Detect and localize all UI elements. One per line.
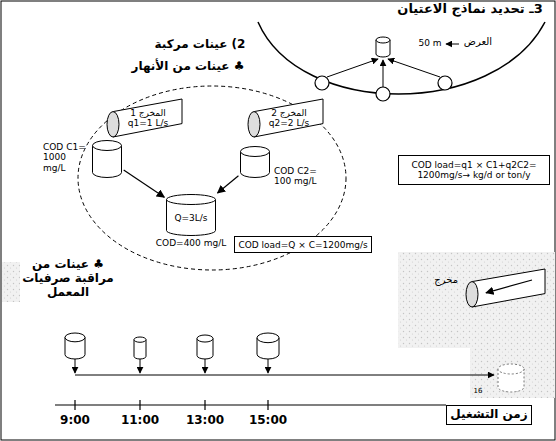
box-border [235,237,372,253]
texture [2,262,20,302]
dimension-label: العرض [464,36,492,48]
composite-bottle: Q=3L/sCOD=400 mg/L [166,194,216,236]
sample-bottle [257,333,279,359]
axis-title-box: زمن التشغيل [446,405,532,425]
width-arrow [446,44,459,45]
time-tick: 15:00 [249,414,287,428]
node-text: المخرج 2 [271,108,307,118]
node-heading: مخرج [434,274,458,286]
node-outline [240,146,270,178]
sample-bottle [65,333,85,359]
time-tick: 9:00 [60,414,90,428]
pipe-opening [466,282,478,307]
node-text-group: المخرج 1q1=1 L/s [128,108,168,129]
bottle-top [257,333,279,343]
flow-arrow [218,176,239,193]
time-axis [55,400,446,410]
pipe-body [254,99,323,137]
flow-arrow [486,280,532,293]
node-text-group: المخرج 2q2=2 L/s [269,108,309,129]
outlet-pipe: المخرج 2q2=2 L/s [244,98,324,138]
node-text: COD load=Q × C=1200mg/s [238,239,367,249]
sub-heading: ♣ عينات من الأنهار [132,60,245,74]
bottle-top [134,337,146,342]
node-heading: COD C2= 100 mg/L [274,166,332,187]
flow-arrow [124,170,165,197]
formula-box: COD load=q1 × C1+q2C2= 1200mg/s→ kg/d or… [398,155,550,185]
sample-bottle [197,335,213,359]
bottle-top [498,364,524,374]
dimension: 50 m [418,38,441,48]
page-number: 16 [474,387,483,395]
outlet-pipe: مخرج [462,268,546,308]
bottle-top [241,147,270,157]
bottle-top [65,333,85,342]
time-bottles [65,333,524,392]
time-tick: 11:00 [121,414,159,428]
pipe-opening [107,112,119,137]
node-text-group: Q=3L/s [174,213,207,223]
node-text: Q=3L/s [174,213,207,223]
pipe-body [113,99,182,137]
box-border [447,406,532,425]
bottle-top [197,335,213,342]
outlet-pipe: المخرج 1q1=1 L/s [103,98,183,138]
node-text: زمن التشغيل [450,408,527,422]
river-section [258,22,545,94]
river-sample-bottle [376,37,390,57]
formula-box: COD load=Q × C=1200mg/s [234,236,372,253]
sample-arrows [327,59,440,87]
node-heading: COD=400 mg/L [156,238,226,248]
slide-title: 3ـ تحديد نماذج الاعتيان [397,2,542,17]
node-heading: COD C1= 1000 mg/L [43,142,89,173]
node-text-group: COD load=Q × C=1200mg/s [238,239,367,249]
node-text-group: زمن التشغيل [450,408,527,422]
node-outline [92,140,122,178]
collection-arrows [75,359,494,375]
sample-bottle [498,364,524,392]
section-heading: 2) عينات مركبة [155,38,246,52]
sample-bottle: COD C2= 100 mg/L [240,146,270,178]
node-text: q1=1 L/s [128,118,168,128]
bottle-top [167,195,216,205]
sub-heading: ♣ عينات من مراقبة صرفيات المعمل [20,258,116,299]
pipe-body [472,269,545,307]
node-text: المخرج 1 [130,108,166,118]
node-text: q2=2 L/s [269,118,309,128]
node-outline [462,268,546,308]
pipe-opening [248,112,260,137]
time-tick: 13:00 [186,414,224,428]
bottle-top [93,141,122,151]
sample-bottle: COD C1= 1000 mg/L [92,140,122,178]
texture [470,348,555,398]
node-text-group: COD load=q1 × C1+q2C2= 1200mg/s→ kg/d or… [402,160,546,181]
texture [398,252,555,348]
sample-bottle [134,337,146,359]
node-text: COD load=q1 × C1+q2C2= 1200mg/s→ kg/d or… [402,160,546,181]
box-border [399,156,550,185]
